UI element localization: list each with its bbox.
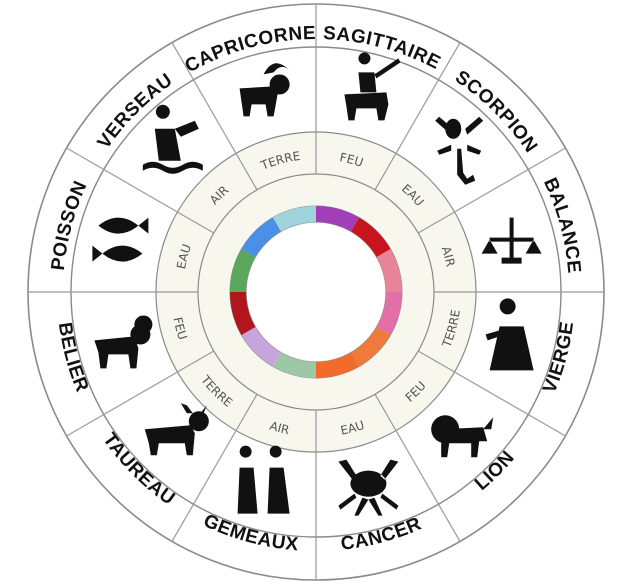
wheel-rings: [28, 4, 604, 580]
sign-label: BALANCE: [539, 175, 584, 275]
sign-label: VIERGE: [539, 320, 578, 396]
sign-label-text: CAPRICORNE: [182, 23, 317, 77]
sign-label: GEMEAUX: [200, 510, 299, 555]
sign-label: CAPRICORNE: [182, 23, 317, 77]
cancer-crab-icon: [338, 460, 398, 516]
pisces-fish-icon: [92, 218, 148, 262]
aquarius-water-bearer-icon: [143, 105, 203, 174]
sign-label-text: SCORPION: [451, 67, 541, 157]
sign-label: LION: [471, 447, 519, 495]
sign-label: BELIER: [54, 321, 93, 395]
taurus-bull-icon: [145, 403, 209, 455]
sign-label-text: LION: [471, 447, 519, 495]
sign-label-text: GEMEAUX: [200, 510, 299, 555]
sign-label: SCORPION: [451, 67, 541, 157]
sign-label: CANCER: [340, 513, 425, 554]
wheel-center: [247, 223, 385, 361]
sign-label: POISSON: [48, 178, 92, 272]
capricorn-goat-icon: [240, 63, 290, 116]
sign-label-text: VIERGE: [539, 320, 578, 396]
sign-label-text: POISSON: [48, 178, 92, 272]
scorpio-scorpion-icon: [435, 117, 483, 185]
sign-label-text: CANCER: [340, 513, 425, 554]
libra-scales-icon: [482, 218, 542, 264]
sign-label-text: BALANCE: [539, 175, 584, 275]
sagittarius-archer-icon: [344, 52, 400, 120]
gemini-twins-icon: [238, 446, 290, 514]
sign-label-text: BELIER: [54, 321, 93, 395]
virgo-maiden-icon: [486, 298, 534, 370]
aries-ram-icon: [94, 315, 152, 368]
leo-lion-icon: [431, 415, 493, 457]
